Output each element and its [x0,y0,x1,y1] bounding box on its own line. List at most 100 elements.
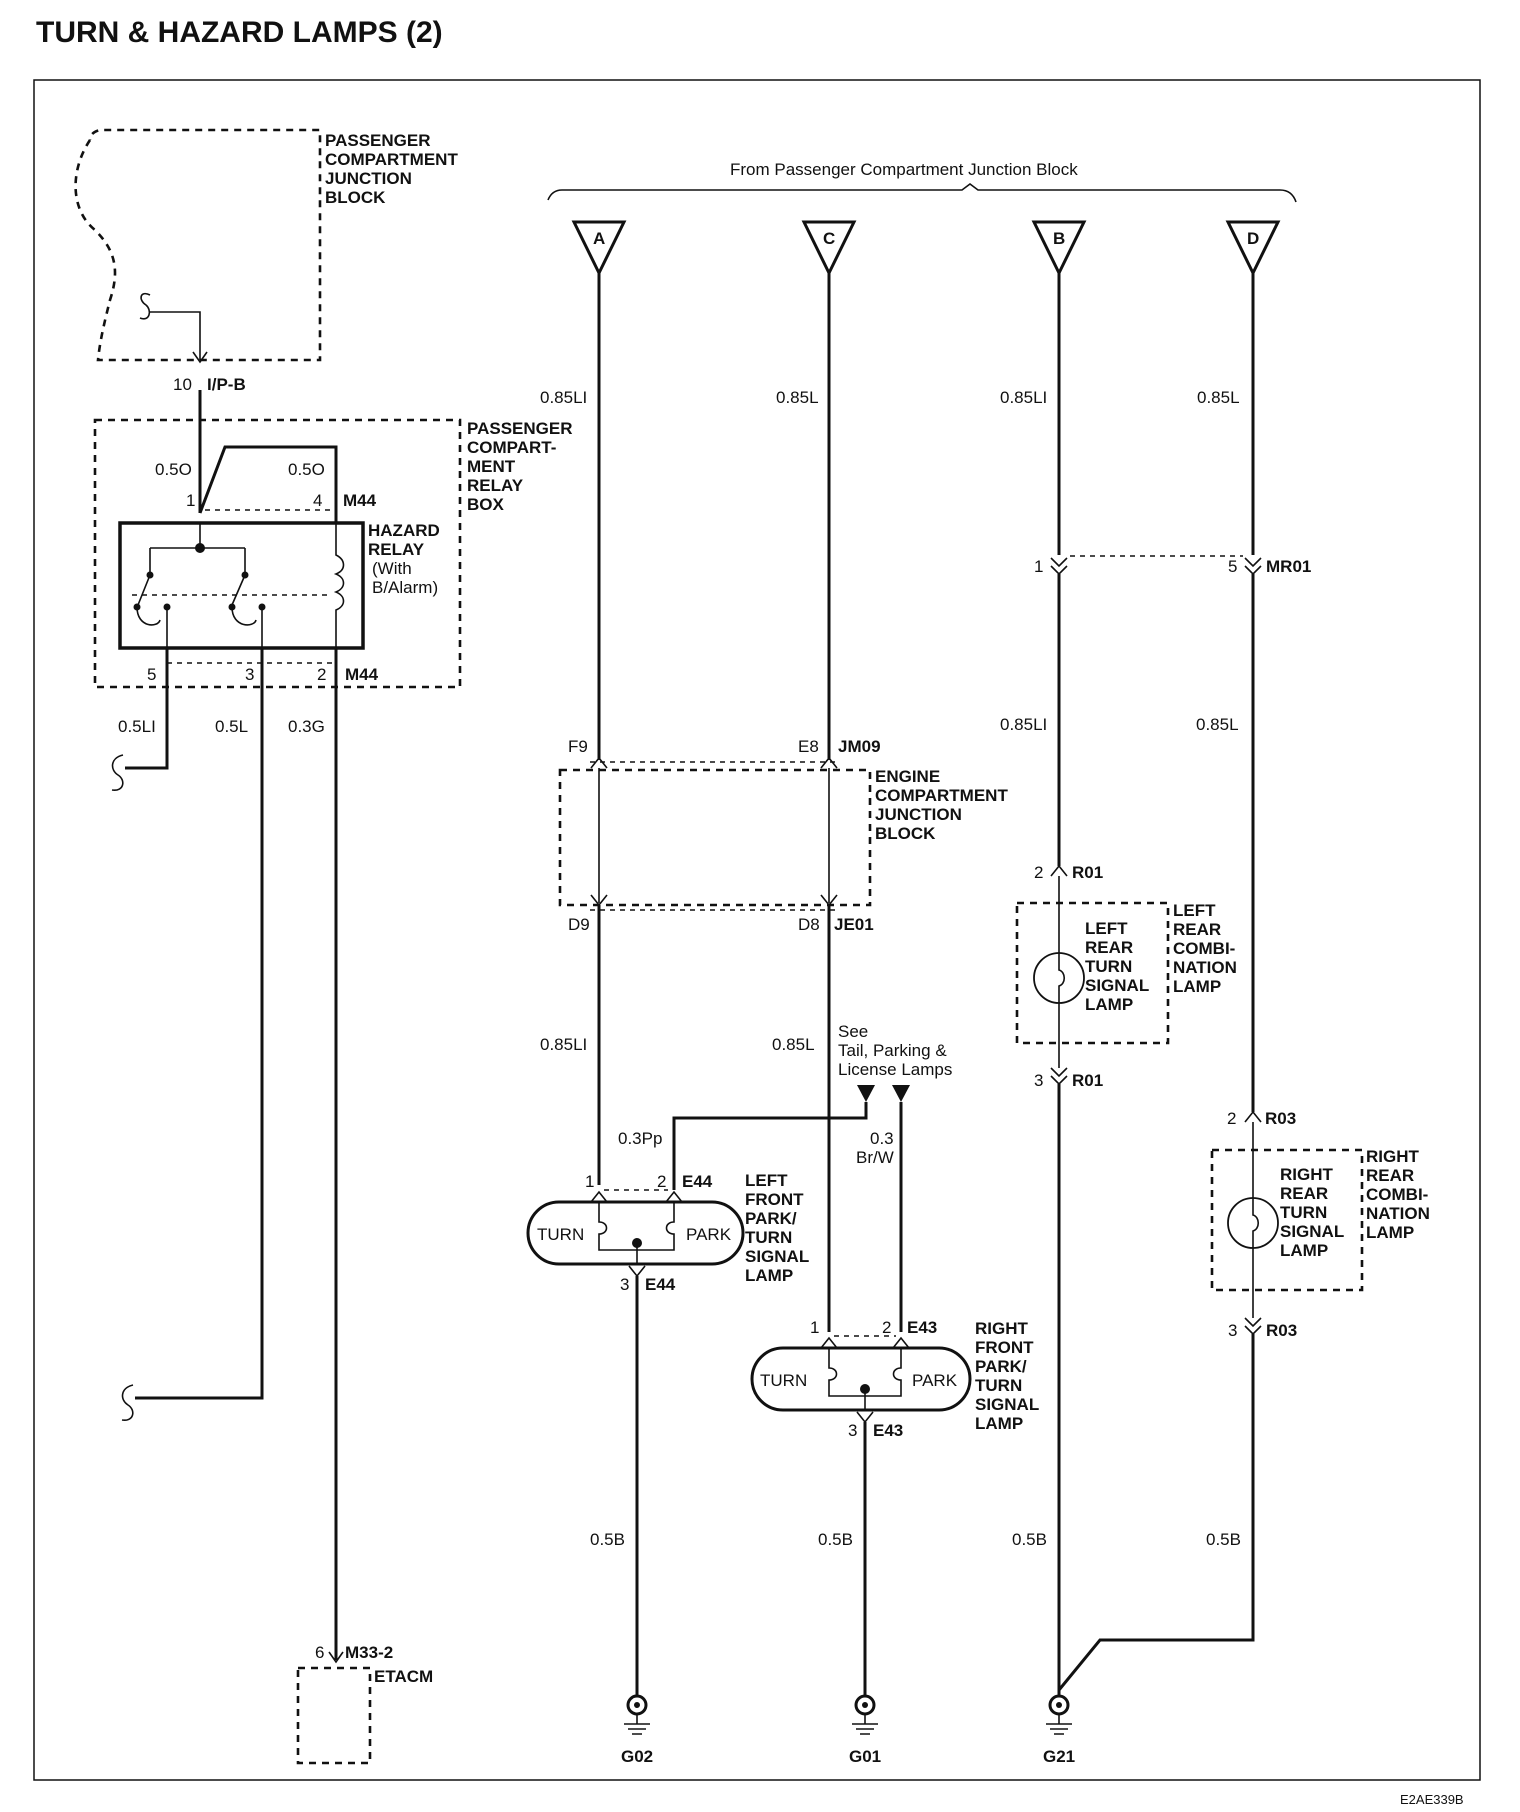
rr-outer-label-2: REAR [1366,1166,1414,1185]
r03-pin-3-chevron [1244,1317,1262,1336]
hazard-relay-label-3: (With [372,559,412,578]
pjb-label-line-2: COMPARTMENT [325,150,458,169]
lf-label-2: FRONT [745,1190,804,1209]
rr-connector-bottom: R03 [1266,1321,1297,1340]
wire-label-a-top: 0.85LI [540,388,587,407]
rr-inner-label-3: TURN [1280,1203,1327,1222]
wire-label-a-low: 0.85LI [540,1035,587,1054]
wire-0-5li-break [111,754,124,791]
connector-a-icon [571,220,627,277]
mr01-pin-right: 5 [1228,557,1237,576]
rf-pin-1: 1 [810,1318,819,1337]
lf-label-6: LAMP [745,1266,793,1285]
right-front-lamp-body [750,1346,972,1412]
left-rear-lamp-outline [1015,901,1170,1045]
wire-label-0-3pp: 0.3Pp [618,1129,662,1148]
engine-block-label-4: BLOCK [875,824,936,843]
lf-pin-2: 2 [657,1172,666,1191]
ground-g02-label: G02 [621,1747,653,1766]
rf-label-2: FRONT [975,1338,1034,1357]
ground-g01-icon [852,1694,878,1735]
lr-outer-label-5: LAMP [1173,977,1221,996]
hazard-relay-label-1: HAZARD [368,521,440,540]
connector-je01: JE01 [834,915,874,934]
wire-0-3pp [672,1102,868,1190]
lf-connector-top: E44 [682,1172,713,1191]
lf-label-4: TURN [745,1228,792,1247]
wire-label-0-5o-right: 0.5O [288,460,325,479]
mr01-pin-left: 1 [1034,557,1043,576]
wire-label-0-3: 0.3 [870,1129,894,1148]
pjb-label-line-3: JUNCTION [325,169,412,188]
rr-filament [1252,1198,1260,1248]
relay-pin-4: 4 [313,491,322,510]
rr-outer-label-4: NATION [1366,1204,1430,1223]
lr-inner-label-2: REAR [1085,938,1133,957]
rr-outer-label-3: COMBI- [1366,1185,1428,1204]
connector-d-label: D [1247,229,1259,248]
rr-inner-label-5: LAMP [1280,1241,1328,1260]
etacm-pin-chevron [328,1651,344,1664]
passenger-junction-block-outline [74,128,322,362]
wire-relay-pin4-loop [198,445,338,523]
pjb-connector: I/P-B [207,375,246,394]
relay-internal-bus [149,547,246,572]
wire-label-b-mid: 0.85LI [1000,715,1047,734]
r01-pin-2-chevron [1050,864,1068,877]
mr01-pin-1-chevron [1050,557,1068,576]
connector-jm09: JM09 [838,737,881,756]
lf-pin-1: 1 [585,1172,594,1191]
from-block-brace [547,183,1297,203]
pjb-internal-link [139,292,151,320]
ground-g02-icon [624,1694,650,1735]
rr-outer-label-1: RIGHT [1366,1147,1420,1166]
lr-connector-top: R01 [1072,863,1103,882]
lf-pin3-chevron [628,1265,646,1278]
relay-pin-5: 5 [147,665,156,684]
rf-label-3: PARK/ [975,1357,1027,1376]
pjb-label-line-1: PASSENGER [325,131,431,150]
pin-d8: D8 [798,915,820,934]
relay-bottom-connector: M44 [345,665,379,684]
rf-turn-label: TURN [760,1371,807,1390]
rf-pin3-chevron [856,1411,874,1424]
relay-pin-3: 3 [245,665,254,684]
wire-label-ground-2: 0.5B [818,1530,853,1549]
wire-label-0-5o-left: 0.5O [155,460,192,479]
rr-pin-bottom: 3 [1228,1321,1237,1340]
relay-box-label-4: RELAY [467,476,524,495]
wire-label-brw: Br/W [856,1148,894,1167]
relay-pin-2: 2 [317,665,326,684]
relay-box-label-2: COMPART- [467,438,556,457]
mr01-pin-5-chevron [1244,557,1262,576]
lr-outer-label-3: COMBI- [1173,939,1235,958]
engine-block-label-1: ENGINE [875,767,940,786]
wire-label-ground-3: 0.5B [1012,1530,1047,1549]
pjb-pin-chevron [192,351,208,364]
connector-c-label: C [823,229,835,248]
rf-connector-top: E43 [907,1318,937,1337]
wire-label-0-5li: 0.5LI [118,717,156,736]
wire-0-5l-relay [135,648,264,1400]
wire-label-0-3g: 0.3G [288,717,325,736]
lr-inner-label-5: LAMP [1085,995,1133,1014]
lf-park-label: PARK [686,1225,732,1244]
rr-inner-label-2: REAR [1280,1184,1328,1203]
rf-label-5: SIGNAL [975,1395,1039,1414]
rf-label-4: TURN [975,1376,1022,1395]
ground-g21-icon [1046,1694,1072,1735]
mr01-connector: MR01 [1266,557,1311,576]
left-front-lamp-body [526,1200,745,1266]
from-block-label: From Passenger Compartment Junction Bloc… [730,160,1078,179]
lr-connector-bottom: R01 [1072,1071,1103,1090]
lf-label-3: PARK/ [745,1209,797,1228]
page-title: TURN & HAZARD LAMPS (2) [36,16,443,49]
lr-pin-bottom: 3 [1034,1071,1043,1090]
etacm-pin: 6 [315,1643,324,1662]
connector-b-label: B [1053,229,1065,248]
rr-outer-label-5: LAMP [1366,1223,1414,1242]
see-note-line-3: License Lamps [838,1060,952,1079]
pjb-feed [150,311,201,360]
relay-switch-arms [137,574,246,606]
pin-f9: F9 [568,737,588,756]
